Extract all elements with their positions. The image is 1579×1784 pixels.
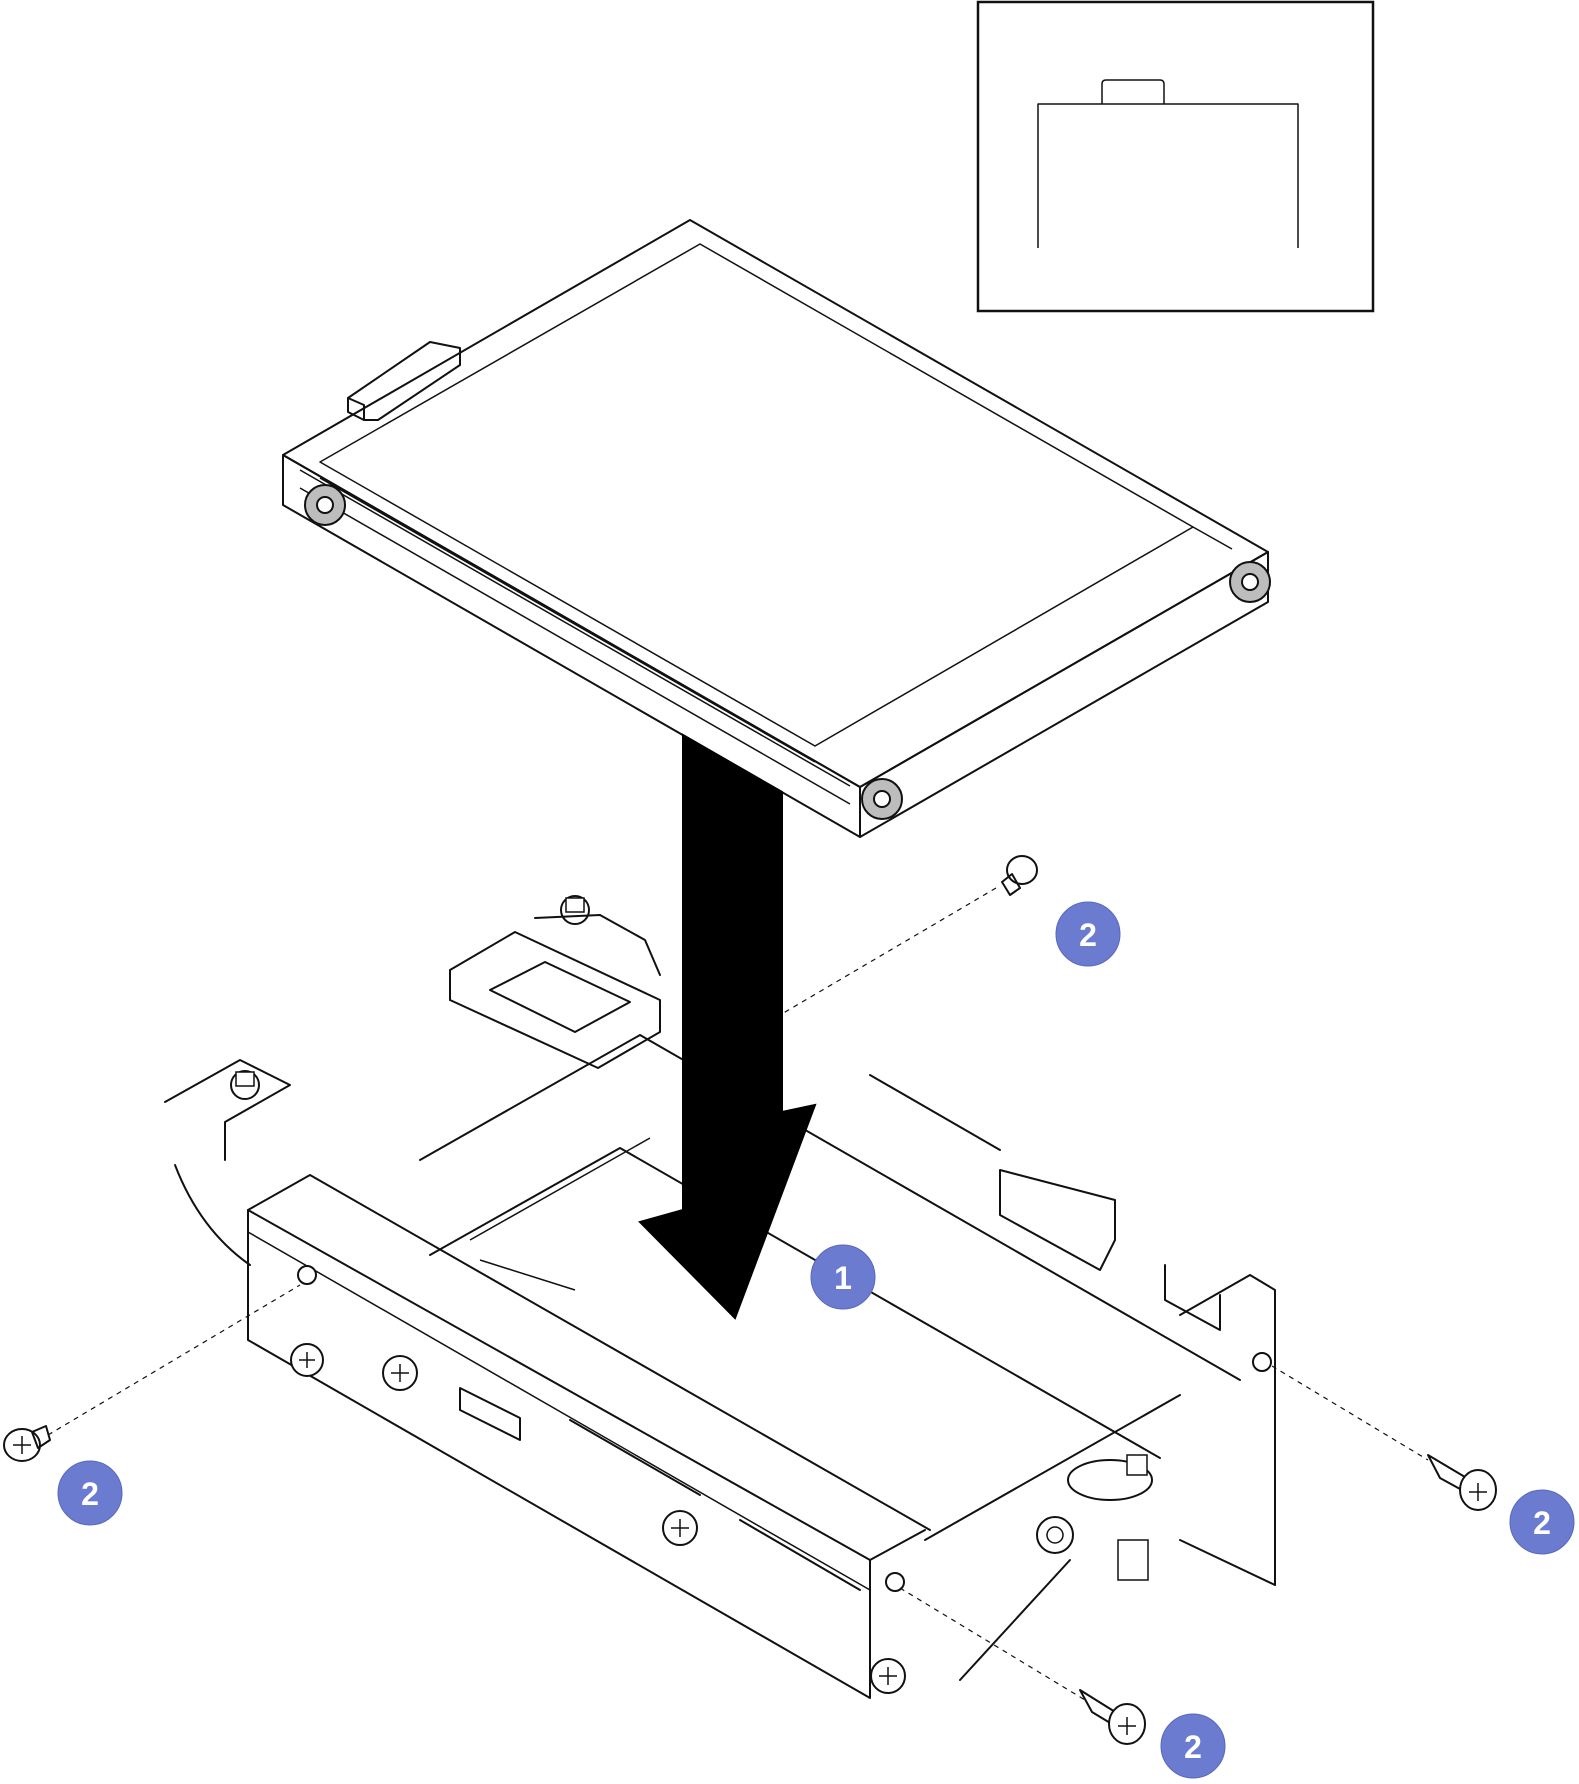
callout-step-2-right: 2 [1509, 1489, 1575, 1555]
screw-icon [290, 1343, 906, 1694]
connector-inset [976, 0, 1375, 313]
callout-step-2-bottom-label: 2 [1184, 1729, 1202, 1765]
callout-step-2-left: 2 [57, 1460, 123, 1526]
drive-bracket-icon [164, 895, 1276, 1699]
screw-icon [3, 855, 1497, 1745]
callout-step-2-top-label: 2 [1079, 917, 1097, 953]
screw-guides [47, 887, 1429, 1701]
callout-step-2-bottom: 2 [1160, 1713, 1226, 1779]
callout-step-2-top: 2 [1055, 901, 1121, 967]
callout-step-1: 1 [810, 1244, 876, 1310]
callout-step-1-label: 1 [834, 1260, 852, 1296]
ssd-drive-icon [282, 219, 1271, 838]
down-arrow-icon [638, 733, 817, 1320]
callout-step-2-left-label: 2 [81, 1476, 99, 1512]
callout-step-2-right-label: 2 [1533, 1505, 1551, 1541]
